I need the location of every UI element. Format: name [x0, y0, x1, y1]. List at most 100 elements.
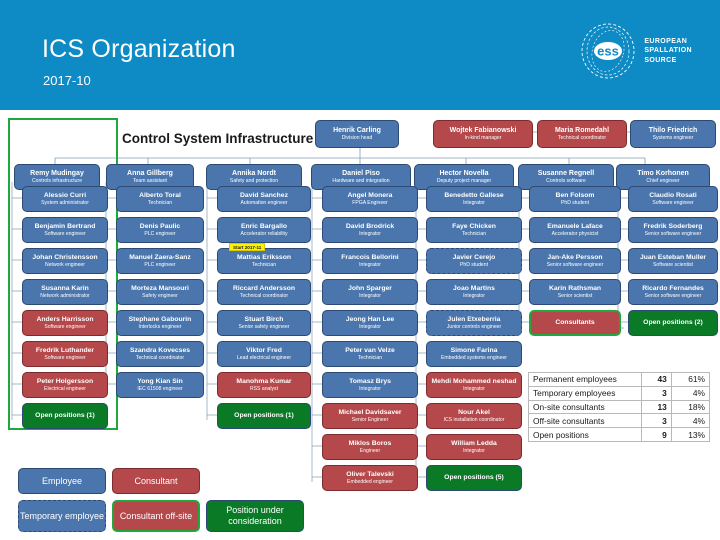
node-person-title: Software engineer — [44, 354, 86, 361]
member-node-col1-7[interactable]: Open positions (1) — [22, 403, 108, 429]
node-person-name: Francois Bellorini — [341, 253, 399, 261]
member-node-col6-4[interactable]: Consultants — [529, 310, 621, 336]
member-node-col3-7[interactable]: Open positions (1) — [217, 403, 311, 429]
node-person-name: Manuel Zaera-Sanz — [129, 253, 191, 261]
node-person-name: Susanne Regnell — [537, 169, 595, 177]
stats-percent: 61% — [670, 372, 711, 387]
node-person-name: Morteza Mansouri — [131, 284, 189, 292]
member-node-col7-4[interactable]: Open positions (2) — [628, 310, 718, 336]
node-person-title: Software engineer — [652, 199, 694, 206]
svg-text:ess: ess — [597, 44, 619, 59]
node-person-name: Javier Cerejo — [452, 253, 496, 261]
member-node-col5-9[interactable]: Open positions (5) — [426, 465, 522, 491]
node-person-name: Anders Harrisson — [36, 315, 94, 323]
ess-logo: ess EUROPEAN SPALLATION SOURCE — [579, 22, 692, 80]
stats-percent: 4% — [670, 413, 711, 429]
node-person-name: Remy Mudingay — [30, 169, 84, 177]
node-person-name: Juan Esteban Muller — [639, 253, 707, 261]
node-person-title: Embedded engineer — [347, 478, 393, 485]
node-person-title: In-kind manager — [464, 134, 502, 141]
node-person-name: Benjamin Bertrand — [34, 222, 96, 230]
stats-label: Permanent employees — [528, 372, 642, 387]
stats-label: On-site consultants — [528, 399, 642, 415]
logo-line-3: SOURCE — [644, 56, 677, 64]
node-person-title: Controls infrastructure — [31, 177, 83, 184]
node-person-name: Miklos Boros — [348, 439, 392, 447]
node-person-title: FPGA Engineer — [352, 199, 388, 206]
node-person-name: Szandra Kovecses — [129, 346, 191, 354]
node-person-title: Engineer — [359, 447, 381, 454]
node-person-name: Johan Christensson — [32, 253, 98, 261]
node-person-name: Maria Romedahl — [554, 126, 610, 134]
stats-percent: 18% — [670, 399, 711, 415]
stats-percent: 13% — [670, 427, 711, 442]
node-person-title: Integrator — [463, 292, 485, 299]
node-person-title: Controls software — [546, 177, 586, 184]
stats-label: Temporary employees — [528, 385, 642, 401]
node-person-title: Team assistant — [133, 177, 167, 184]
node-person-name: William Ledda — [451, 439, 497, 447]
node-person-title: Software engineer — [44, 230, 86, 237]
